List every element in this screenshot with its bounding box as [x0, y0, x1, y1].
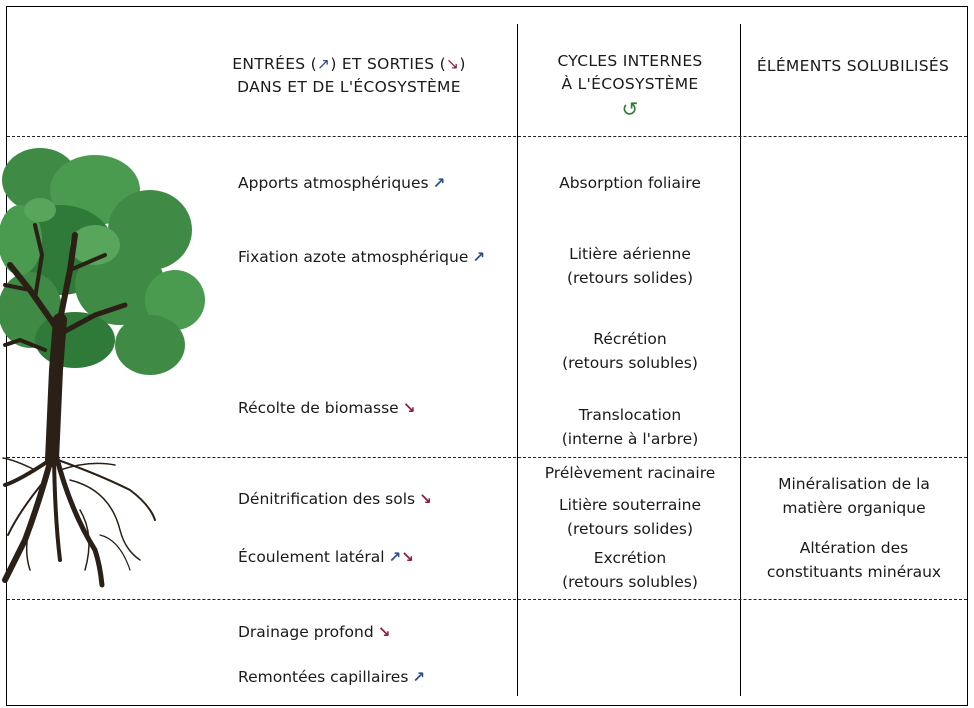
item-mineralisation-line2: matière organique — [782, 499, 926, 517]
header-col1-text-a: ENTRÉES ( — [232, 55, 318, 73]
column-divider-2 — [740, 24, 741, 696]
output-arrow-icon: ↘ — [446, 55, 460, 73]
item-drainage: Drainage profond↘ — [238, 620, 390, 644]
item-litiere-souterraine-line2: (retours solides) — [566, 520, 694, 538]
item-absorption: Absorption foliaire — [559, 174, 701, 192]
header-col1-line2: DANS ET DE L'ÉCOSYSTÈME — [237, 78, 461, 96]
item-denitrification-label: Dénitrification des sols — [238, 490, 416, 508]
item-translocation: Translocation (interne à l'arbre) — [520, 403, 740, 451]
row-divider-canopy — [7, 136, 967, 137]
item-alteration: Altération des constituants minéraux — [743, 536, 965, 584]
item-alteration-line1: Altération des — [799, 539, 909, 557]
item-recretion: Récrétion (retours solubles) — [520, 327, 740, 375]
header-col2-line2: À L'ÉCOSYSTÈME — [561, 75, 699, 93]
item-recolte: Récolte de biomasse↘ — [238, 396, 415, 420]
item-excretion: Excrétion (retours solubles) — [520, 546, 740, 594]
item-recretion-line2: (retours solubles) — [562, 354, 698, 372]
item-mineralisation-line1: Minéralisation de la — [778, 475, 930, 493]
item-denitrification: Dénitrification des sols↘ — [238, 487, 432, 511]
item-prelevement: Prélèvement racinaire — [544, 464, 716, 482]
output-arrow-icon: ↘ — [419, 490, 432, 508]
output-arrow-icon: ↘ — [402, 399, 416, 417]
header-col3: ÉLÉMENTS SOLUBILISÉS — [756, 57, 950, 75]
item-apports: Apports atmosphériques↗ — [238, 171, 445, 195]
input-arrow-icon: ↗ — [317, 55, 331, 73]
diagram-frame — [6, 6, 968, 706]
item-translocation-line2: (interne à l'arbre) — [561, 430, 699, 448]
tree-trunk — [3, 223, 128, 467]
item-fixation: Fixation azote atmosphérique↗ — [238, 245, 485, 269]
cycle-icon: ↺ — [621, 97, 639, 121]
item-excretion-line2: (retours solubles) — [562, 573, 698, 591]
item-apports-label: Apports atmosphériques — [238, 174, 429, 192]
row-divider-soil — [7, 457, 967, 458]
item-remontees-label: Remontées capillaires — [238, 668, 409, 686]
item-litiere-souterraine: Litière souterraine (retours solides) — [520, 493, 740, 541]
item-excretion-line1: Excrétion — [593, 549, 667, 567]
item-fixation-label: Fixation azote atmosphérique — [238, 248, 469, 266]
header-col2-line1: CYCLES INTERNES — [557, 52, 703, 70]
input-arrow-icon: ↗ — [412, 668, 425, 686]
tree-roots — [2, 452, 156, 588]
header-solubilized-elements: ÉLÉMENTS SOLUBILISÉS — [743, 55, 963, 78]
input-arrow-icon: ↗ — [472, 248, 485, 266]
item-translocation-line1: Translocation — [578, 406, 682, 424]
header-internal-cycles: CYCLES INTERNES À L'ÉCOSYSTÈME ↺ — [520, 50, 740, 121]
item-recretion-line1: Récrétion — [593, 330, 667, 348]
item-alteration-line2: constituants minéraux — [766, 563, 942, 581]
output-arrow-icon: ↘ — [401, 548, 414, 566]
column-divider-1 — [517, 24, 518, 696]
item-litiere-aerienne: Litière aérienne (retours solides) — [520, 242, 740, 290]
header-inputs-outputs: ENTRÉES (↗) ET SORTIES (↘) DANS ET DE L'… — [215, 53, 483, 99]
header-col1-text-c: ) — [459, 55, 466, 73]
item-ecoulement: Écoulement latéral↗↘ — [238, 545, 414, 569]
item-litiere-aerienne-line2: (retours solides) — [566, 269, 694, 287]
tree-foliage — [0, 148, 205, 375]
input-arrow-icon: ↗ — [432, 174, 446, 192]
item-litiere-aerienne-line1: Litière aérienne — [569, 245, 691, 263]
item-remontees: Remontées capillaires↗ — [238, 665, 425, 689]
item-litiere-souterraine-line1: Litière souterraine — [559, 496, 701, 514]
output-arrow-icon: ↘ — [377, 623, 391, 641]
input-arrow-icon: ↗ — [388, 548, 402, 566]
row-divider-deep-soil — [7, 599, 967, 600]
tree-illustration — [0, 148, 205, 588]
item-mineralisation: Minéralisation de la matière organique — [743, 472, 965, 520]
header-col1-text-b: ) ET SORTIES ( — [330, 55, 447, 73]
item-recolte-label: Récolte de biomasse — [238, 399, 399, 417]
item-ecoulement-label: Écoulement latéral — [238, 548, 385, 566]
item-drainage-label: Drainage profond — [238, 623, 374, 641]
